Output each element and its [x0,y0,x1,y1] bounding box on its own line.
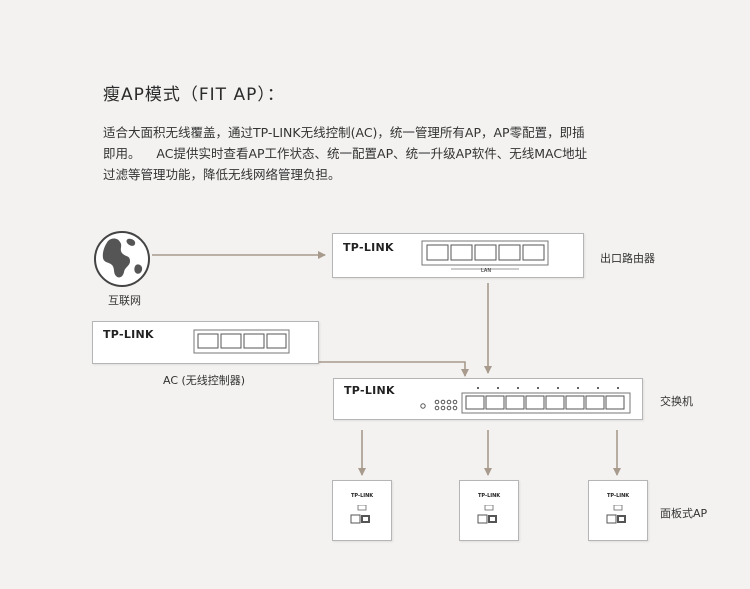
ac-device: TP-LINK [92,321,319,364]
router-brand: TP-LINK [343,241,394,254]
switch-label: 交换机 [660,393,693,409]
panel-ap-3-brand: TP-LINK [607,493,629,499]
panel-ap-label: 面板式AP [660,505,707,521]
ac-brand: TP-LINK [103,328,154,341]
switch-brand: TP-LINK [344,384,395,397]
panel-ap-2-brand: TP-LINK [478,493,500,499]
panel-ap-1-brand: TP-LINK [351,493,373,499]
panel-ap-2-ports [474,505,504,533]
router-port-label: LAN [481,268,491,274]
router-device: TP-LINK LAN [332,233,584,278]
panel-ap-1-ports [347,505,377,533]
internet-label: 互联网 [108,292,141,308]
ac-ports [193,329,291,355]
router-label: 出口路由器 [600,250,655,266]
switch-device: TP-LINK [333,378,643,420]
panel-ap-3: TP-LINK [588,480,648,541]
arrow-ac-to-switch [318,362,465,376]
globe-icon [92,229,152,289]
panel-ap-1: TP-LINK [332,480,392,541]
switch-ports [418,385,636,415]
panel-ap-3-ports [603,505,633,533]
panel-ap-2: TP-LINK [459,480,519,541]
ac-label: AC (无线控制器) [163,372,245,388]
